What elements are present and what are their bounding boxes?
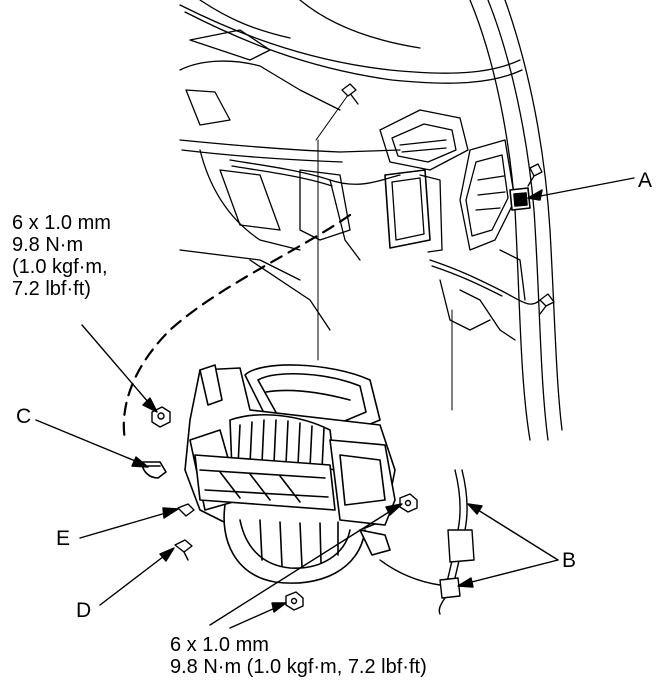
- nut-lower-right: [399, 493, 418, 513]
- clip-a: [509, 187, 531, 211]
- torque-spec-upper-kgfm: (1.0 kgf·m,: [12, 256, 108, 278]
- callout-b: B: [562, 549, 577, 572]
- bolt-e: [177, 503, 195, 517]
- leader-lines: [35, 177, 635, 629]
- nut-lower-bottom: [285, 591, 304, 611]
- removal-path-dashed: [122, 213, 352, 442]
- callout-a: A: [638, 169, 653, 192]
- bolt-d: [174, 539, 193, 561]
- torque-spec-lower-values: 9.8 N·m (1.0 kgf·m, 7.2 lbf·ft): [170, 656, 427, 678]
- callout-d: D: [76, 599, 92, 622]
- callout-e: E: [56, 527, 71, 550]
- dash-screw-right-upper: [527, 163, 543, 187]
- torque-spec-upper: 6 x 1.0 mm 9.8 N·m (1.0 kgf·m, 7.2 lbf·f…: [12, 212, 111, 300]
- torque-spec-lower: 6 x 1.0 mm 9.8 N·m (1.0 kgf·m, 7.2 lbf·f…: [170, 634, 427, 678]
- callout-c: C: [16, 405, 32, 428]
- dash-screw-top: [341, 83, 359, 105]
- torque-spec-upper-nm: 9.8 N·m: [12, 234, 84, 256]
- torque-spec-lower-size: 6 x 1.0 mm: [170, 634, 269, 656]
- wire-harness-b: [379, 469, 475, 615]
- torque-spec-upper-size: 6 x 1.0 mm: [12, 212, 111, 234]
- torque-spec-upper-lbfft: 7.2 lbf·ft): [12, 278, 91, 300]
- blower-unit: [184, 364, 396, 584]
- dash-screw-right-lower: [539, 293, 555, 315]
